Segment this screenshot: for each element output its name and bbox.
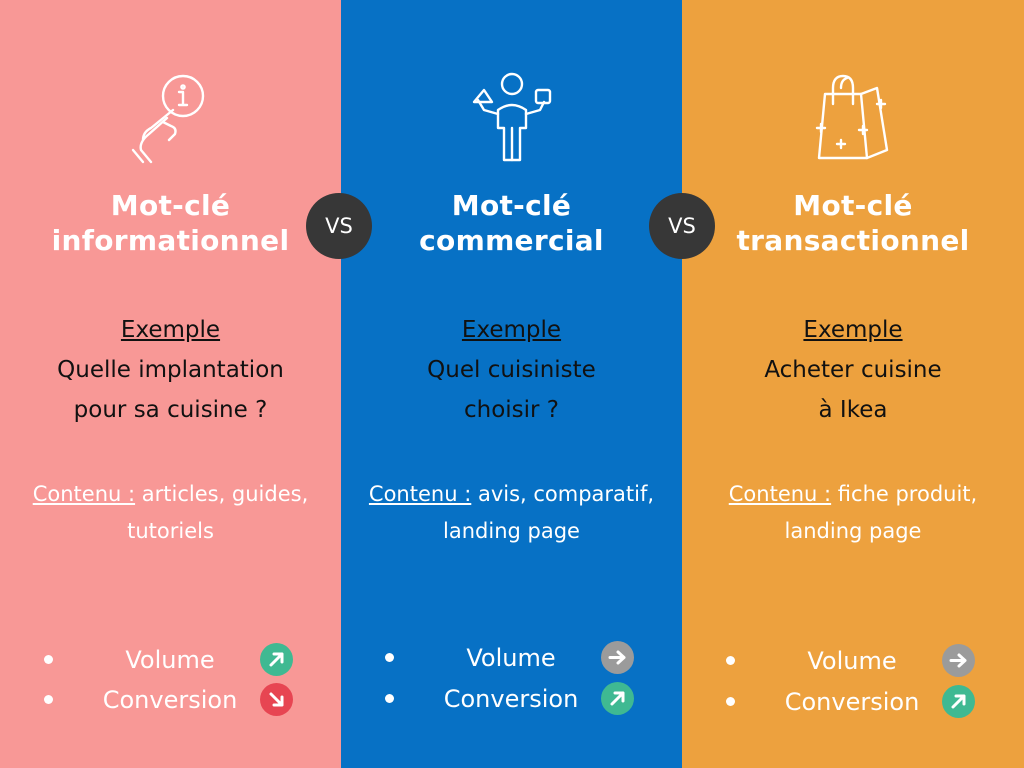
example-line: choisir ? [463, 397, 560, 423]
example-label: Exemple [803, 317, 903, 343]
example-line: pour sa cuisine ? [73, 397, 268, 423]
metrics-list: Volume Conversion [682, 638, 1024, 728]
vs-badge: VS [306, 193, 372, 259]
title-line: commercial [419, 224, 604, 257]
bullet [44, 655, 53, 664]
arrow-up-right-icon [942, 685, 975, 718]
arrow-up-right-icon [601, 682, 634, 715]
content-text: articles, guides, tutoriels [127, 482, 309, 543]
example-block: Exemple Quelle implantation pour sa cuis… [0, 310, 341, 430]
content-block: Contenu : fiche produit, landing page [696, 476, 1010, 550]
column-title: Mot-clé transactionnel [682, 188, 1024, 258]
content-text: avis, comparatif, landing page [443, 482, 655, 543]
metric-label: Conversion [102, 686, 238, 714]
metric-volume: Volume [682, 641, 1024, 681]
column-transactional: Mot-clé transactionnel Exemple Acheter c… [682, 0, 1024, 768]
bullet [726, 656, 735, 665]
content-block: Contenu : articles, guides, tutoriels [14, 476, 327, 550]
title-line: Mot-clé [451, 189, 572, 222]
content-label: Contenu : [728, 482, 832, 506]
content-text: fiche produit, landing page [784, 482, 978, 543]
example-block: Exemple Acheter cuisine à Ikea [682, 310, 1024, 430]
metric-volume: Volume [341, 638, 682, 678]
metric-label: Conversion [443, 685, 579, 713]
content-block: Contenu : avis, comparatif, landing page [355, 476, 668, 550]
bullet [385, 653, 394, 662]
title-line: informationnel [51, 224, 290, 257]
metrics-list: Volume Conversion [0, 638, 341, 728]
title-line: Mot-clé [793, 189, 913, 222]
metrics-list: Volume Conversion [341, 638, 682, 728]
title-line: transactionnel [736, 224, 970, 257]
example-block: Exemple Quel cuisiniste choisir ? [341, 310, 682, 430]
shopping-bag-icon [811, 70, 895, 164]
example-line: Quel cuisiniste [427, 357, 596, 383]
column-title: Mot-clé informationnel [0, 188, 341, 258]
example-line: à Ikea [818, 397, 888, 423]
arrow-down-right-icon [260, 683, 293, 716]
bullet [385, 694, 394, 703]
arrow-up-right-icon [260, 643, 293, 676]
metric-conversion: Conversion [341, 679, 682, 719]
column-commercial: Mot-clé commercial Exemple Quel cuisinis… [341, 0, 682, 768]
metric-volume: Volume [0, 640, 341, 680]
title-line: Mot-clé [110, 189, 231, 222]
metric-conversion: Conversion [682, 682, 1024, 722]
bullet [726, 697, 735, 706]
arrow-right-icon [942, 644, 975, 677]
person-comparing-icon [470, 70, 554, 164]
example-line: Quelle implantation [57, 357, 284, 383]
content-label: Contenu : [368, 482, 472, 506]
example-label: Exemple [461, 317, 562, 343]
column-title: Mot-clé commercial [341, 188, 682, 258]
hand-pointing-info-icon [129, 70, 213, 164]
vs-badge: VS [649, 193, 715, 259]
metric-label: Conversion [784, 688, 920, 716]
content-label: Contenu : [32, 482, 136, 506]
metric-label: Volume [466, 644, 556, 672]
column-informational: Mot-clé informationnel Exemple Quelle im… [0, 0, 341, 768]
example-line: Acheter cuisine [764, 357, 942, 383]
arrow-right-icon [601, 641, 634, 674]
bullet [44, 695, 53, 704]
metric-label: Volume [125, 646, 215, 674]
metric-conversion: Conversion [0, 680, 341, 720]
example-label: Exemple [120, 317, 221, 343]
metric-label: Volume [807, 647, 897, 675]
